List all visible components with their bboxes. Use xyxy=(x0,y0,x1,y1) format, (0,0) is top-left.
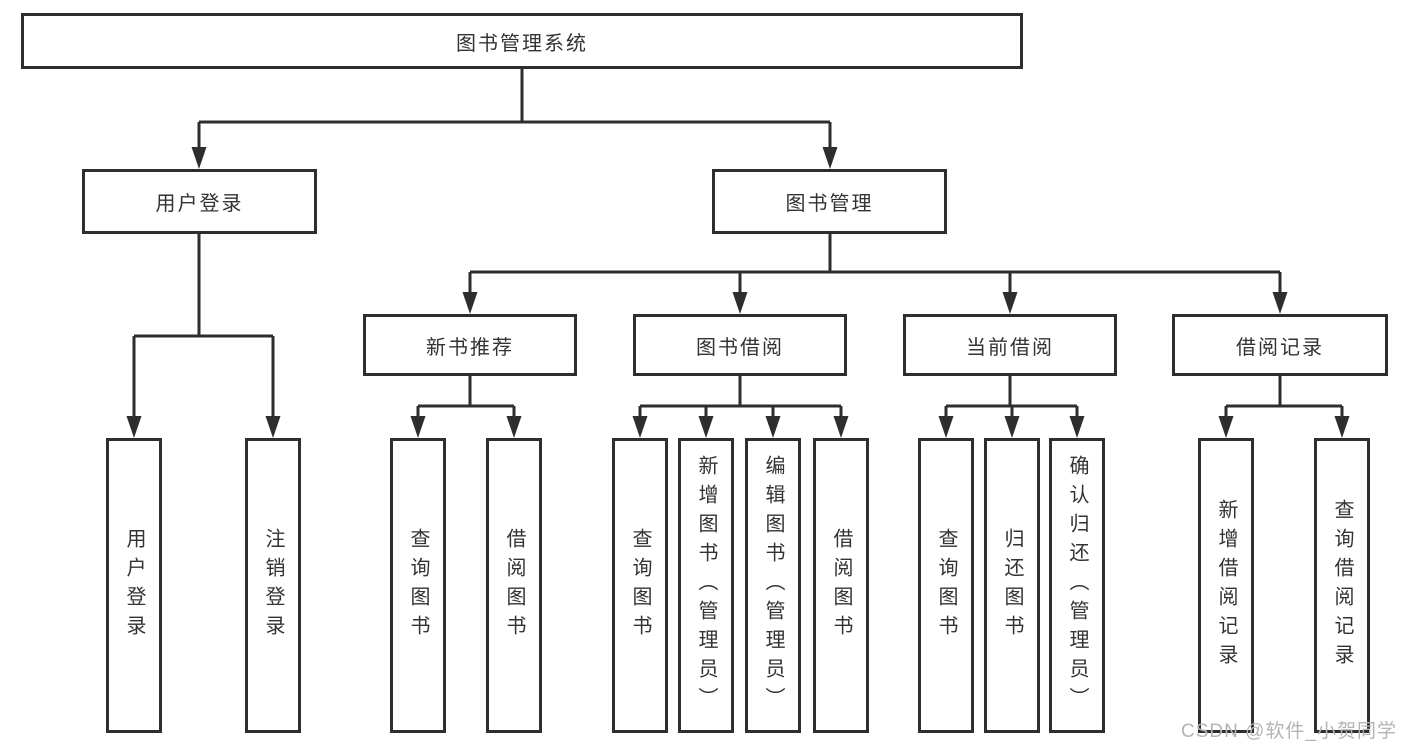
node-leaf-logout: 注销登录 xyxy=(245,438,301,733)
node-book-management: 图书管理 xyxy=(712,169,947,234)
arrowheads xyxy=(126,147,1350,438)
node-leaf-logout-label: 注销登录 xyxy=(262,527,284,644)
watermark-text: CSDN @软件_小贺同学 xyxy=(1181,721,1397,742)
node-leaf-return-books: 归还图书 xyxy=(984,438,1040,733)
node-current-borrowing: 当前借阅 xyxy=(903,314,1117,376)
node-leaf-query-borrow-record: 查询借阅记录 xyxy=(1314,438,1370,733)
connector-paths xyxy=(132,69,1344,418)
node-leaf-borrow-books-borrowing: 借阅图书 xyxy=(813,438,869,733)
node-leaf-borrow-books-recommend-label: 借阅图书 xyxy=(503,527,525,644)
node-leaf-add-borrow-record-label: 新增借阅记录 xyxy=(1215,498,1237,673)
node-leaf-borrow-books-borrowing-label: 借阅图书 xyxy=(830,527,852,644)
node-leaf-query-books-borrowing: 查询图书 xyxy=(612,438,668,733)
node-leaf-query-books-recommend-label: 查询图书 xyxy=(407,527,429,644)
node-leaf-query-borrow-record-label: 查询借阅记录 xyxy=(1331,498,1353,673)
node-leaf-query-books-current: 查询图书 xyxy=(918,438,974,733)
node-leaf-query-books-borrowing-label: 查询图书 xyxy=(629,527,651,644)
node-leaf-user-login-label: 用户登录 xyxy=(123,527,145,644)
node-leaf-add-books-admin-label: 新增图书（管理员） xyxy=(695,455,717,716)
node-book-borrowing: 图书借阅 xyxy=(633,314,847,376)
node-leaf-edit-books-admin-label: 编辑图书（管理员） xyxy=(762,455,784,716)
node-leaf-return-books-label: 归还图书 xyxy=(1001,527,1023,644)
node-user-login: 用户登录 xyxy=(82,169,317,234)
node-leaf-confirm-return-admin-label: 确认归还（管理员） xyxy=(1066,455,1088,716)
node-leaf-add-books-admin: 新增图书（管理员） xyxy=(678,438,734,733)
node-leaf-user-login: 用户登录 xyxy=(106,438,162,733)
node-leaf-query-books-current-label: 查询图书 xyxy=(935,527,957,644)
node-new-book-recommend: 新书推荐 xyxy=(363,314,577,376)
node-leaf-add-borrow-record: 新增借阅记录 xyxy=(1198,438,1254,733)
node-leaf-confirm-return-admin: 确认归还（管理员） xyxy=(1049,438,1105,733)
node-leaf-edit-books-admin: 编辑图书（管理员） xyxy=(745,438,801,733)
node-borrowing-records: 借阅记录 xyxy=(1172,314,1388,376)
node-leaf-query-books-recommend: 查询图书 xyxy=(390,438,446,733)
node-root: 图书管理系统 xyxy=(21,13,1023,69)
node-leaf-borrow-books-recommend: 借阅图书 xyxy=(486,438,542,733)
